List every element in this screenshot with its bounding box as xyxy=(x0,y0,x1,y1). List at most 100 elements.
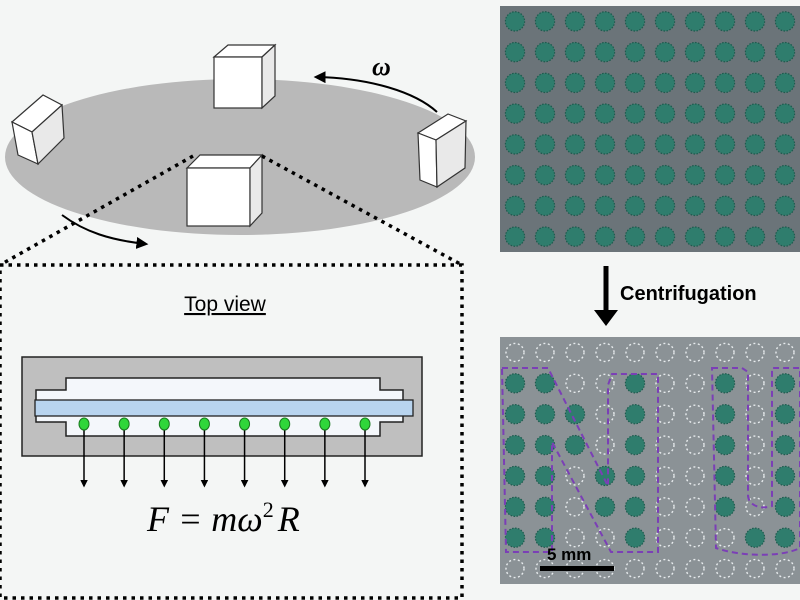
bead-cluster xyxy=(685,104,704,123)
bead-cluster xyxy=(625,497,644,516)
bead xyxy=(320,418,330,430)
formula-exponent: 2 xyxy=(263,497,274,522)
bead-cluster xyxy=(625,466,644,485)
bead-cluster xyxy=(685,43,704,62)
bead xyxy=(199,418,209,430)
bead-cluster xyxy=(535,405,554,424)
bead-cluster xyxy=(715,196,734,215)
scale-bar-label: 5 mm xyxy=(547,545,591,564)
bead-cluster xyxy=(655,12,674,31)
bead-cluster xyxy=(505,12,524,31)
bead-cluster xyxy=(505,497,524,516)
bead-cluster xyxy=(715,466,734,485)
bead-cluster xyxy=(505,135,524,154)
bead-cluster xyxy=(625,196,644,215)
bead-cluster xyxy=(595,166,614,185)
bead-cluster xyxy=(775,497,794,516)
bead-cluster xyxy=(775,435,794,454)
formula-lhs: F = m xyxy=(146,499,237,539)
bead-cluster xyxy=(775,104,794,123)
bead xyxy=(119,418,129,430)
bead-cluster xyxy=(595,135,614,154)
bead-cluster xyxy=(745,73,764,92)
bead-cluster xyxy=(715,43,734,62)
bead-cluster xyxy=(505,166,524,185)
bead-cluster xyxy=(535,227,554,246)
bead-cluster xyxy=(625,227,644,246)
bead-cluster xyxy=(715,227,734,246)
bead-cluster xyxy=(745,227,764,246)
photo-before xyxy=(500,6,800,252)
centrifugation-label: Centrifugation xyxy=(620,283,757,305)
bead-cluster xyxy=(535,73,554,92)
bead-cluster xyxy=(745,12,764,31)
bead-cluster xyxy=(505,104,524,123)
bead-cluster xyxy=(775,405,794,424)
bead-cluster xyxy=(655,104,674,123)
bead xyxy=(240,418,250,430)
bead-cluster xyxy=(565,435,584,454)
bead-cluster xyxy=(745,528,764,547)
bead-cluster xyxy=(505,528,524,547)
bead-cluster xyxy=(565,43,584,62)
bead-cluster xyxy=(775,43,794,62)
bead-cluster xyxy=(655,43,674,62)
omega-label: ω xyxy=(372,52,391,81)
scale-bar xyxy=(540,566,614,571)
bead-cluster xyxy=(625,43,644,62)
bead-cluster xyxy=(535,166,554,185)
top-view-label: Top view xyxy=(184,293,267,316)
bead xyxy=(79,418,89,430)
bead-cluster xyxy=(535,12,554,31)
bead-cluster xyxy=(775,12,794,31)
bead-cluster xyxy=(505,466,524,485)
bead-cluster xyxy=(775,135,794,154)
formula-rhs: R xyxy=(277,499,300,539)
bead-cluster xyxy=(535,104,554,123)
bead-cluster xyxy=(565,227,584,246)
bead-cluster xyxy=(715,12,734,31)
bead-cluster xyxy=(745,43,764,62)
bead xyxy=(159,418,169,430)
bead-cluster xyxy=(565,135,584,154)
bead xyxy=(360,418,370,430)
bead-cluster xyxy=(775,73,794,92)
bead-cluster xyxy=(655,73,674,92)
bead-cluster xyxy=(565,73,584,92)
bead-cluster xyxy=(535,135,554,154)
bead-cluster xyxy=(715,374,734,393)
bead-cluster xyxy=(715,166,734,185)
bead-cluster xyxy=(715,73,734,92)
bead-cluster xyxy=(715,405,734,424)
bead-cluster xyxy=(715,135,734,154)
bead-cluster xyxy=(745,135,764,154)
bead-cluster xyxy=(685,166,704,185)
bead-cluster xyxy=(535,43,554,62)
bead-cluster xyxy=(685,135,704,154)
bead-cluster xyxy=(595,196,614,215)
bead-cluster xyxy=(715,104,734,123)
bead-cluster xyxy=(505,227,524,246)
bead-cluster xyxy=(745,104,764,123)
bead-cluster xyxy=(595,466,614,485)
bead-cluster xyxy=(595,104,614,123)
bead-cluster xyxy=(535,435,554,454)
bead-cluster xyxy=(565,166,584,185)
formula-omega: ω xyxy=(237,499,262,539)
bead-cluster xyxy=(565,196,584,215)
bead-cluster xyxy=(625,405,644,424)
bead-cluster xyxy=(505,73,524,92)
bead-cluster xyxy=(685,196,704,215)
bead xyxy=(280,418,290,430)
bead-cluster xyxy=(505,196,524,215)
bead-cluster xyxy=(625,73,644,92)
bead-cluster xyxy=(775,528,794,547)
bead-cluster xyxy=(625,374,644,393)
bead-cluster xyxy=(625,135,644,154)
bead-cluster xyxy=(715,435,734,454)
bead-cluster xyxy=(625,435,644,454)
bead-cluster xyxy=(505,435,524,454)
bead-cluster xyxy=(775,227,794,246)
bead-cluster xyxy=(745,166,764,185)
